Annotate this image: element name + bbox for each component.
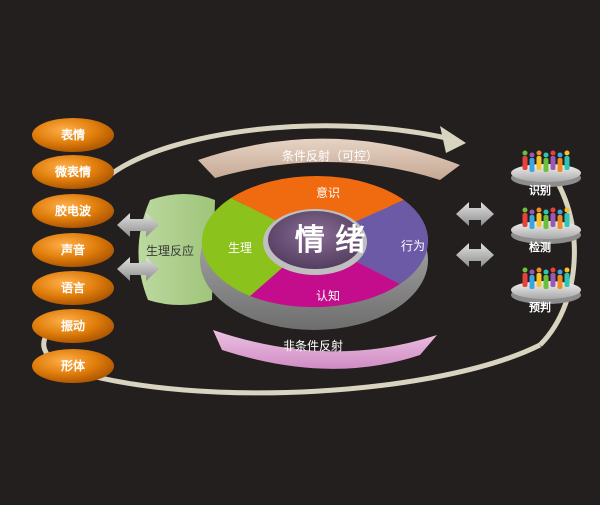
left-double-arrow-upper-icon	[117, 213, 159, 237]
person-figure-icon	[529, 215, 535, 229]
output-platform: 预判	[511, 267, 581, 314]
signal-pill: 形体	[32, 349, 114, 383]
person-head-icon	[557, 269, 563, 275]
signal-pill-shape	[32, 194, 114, 228]
signal-pill: 声音	[32, 233, 114, 267]
top-band-label: 条件反射（可控）	[282, 148, 378, 163]
segment-label-behavior: 行为	[401, 239, 425, 253]
signal-pill-label: 振动	[61, 318, 85, 333]
output-label: 预判	[529, 300, 551, 314]
center-title: 情 绪	[295, 223, 365, 258]
person-head-icon	[543, 209, 549, 215]
person-figure-icon	[522, 156, 528, 170]
signal-pill: 语言	[32, 271, 114, 305]
segment-purple	[314, 200, 429, 284]
right-double-arrow-upper-icon	[456, 202, 494, 226]
output-platform: 识别	[511, 150, 581, 197]
signal-pill-shape	[32, 349, 114, 383]
signal-pill-label: 表情	[60, 127, 85, 142]
person-head-icon	[529, 269, 535, 275]
segment-label-cognition: 认知	[316, 289, 340, 303]
person-head-icon	[536, 150, 542, 156]
signal-pill-shape	[32, 118, 114, 152]
output-label: 识别	[529, 183, 551, 197]
person-head-icon	[522, 150, 528, 156]
left-double-arrow-lower-icon	[117, 257, 159, 281]
person-head-icon	[522, 267, 528, 273]
right-double-arrow-lower-icon	[456, 243, 494, 267]
bottom-band-unconditioned-reflex	[213, 330, 437, 369]
person-figure-icon	[550, 156, 556, 170]
platform-top	[511, 221, 581, 239]
signal-pill-shape	[32, 155, 114, 189]
person-figure-icon	[557, 158, 563, 172]
orbit-arrowhead-icon	[440, 126, 466, 153]
signal-pill-label: 胶电波	[55, 203, 92, 218]
person-figure-icon	[564, 213, 570, 227]
person-head-icon	[529, 152, 535, 158]
person-head-icon	[550, 150, 556, 156]
segment-label-consciousness: 意识	[316, 185, 340, 200]
signal-pill-shape	[32, 233, 114, 267]
person-head-icon	[550, 267, 556, 273]
segment-orange	[231, 175, 404, 240]
signal-pill: 表情	[32, 118, 114, 152]
person-head-icon	[522, 207, 528, 213]
signal-pill-label: 声音	[60, 242, 85, 257]
person-head-icon	[564, 150, 570, 156]
person-head-icon	[550, 207, 556, 213]
person-figure-icon	[564, 273, 570, 287]
person-figure-icon	[529, 158, 535, 172]
person-figure-icon	[557, 275, 563, 289]
platform-top	[511, 281, 581, 299]
signal-pill-label: 语言	[61, 280, 85, 295]
person-figure-icon	[536, 213, 542, 227]
orbit-ring	[108, 123, 456, 178]
signal-pill-label: 微表情	[54, 164, 91, 179]
person-figure-icon	[536, 156, 542, 170]
person-head-icon	[536, 267, 542, 273]
person-head-icon	[543, 269, 549, 275]
person-figure-icon	[550, 213, 556, 227]
signal-pill: 振动	[32, 309, 114, 343]
person-figure-icon	[522, 213, 528, 227]
left-band-label: 生理反应	[146, 243, 194, 258]
signal-pill: 胶电波	[32, 194, 114, 228]
person-head-icon	[564, 207, 570, 213]
person-figure-icon	[564, 156, 570, 170]
platform-top	[511, 164, 581, 182]
signal-pill-shape	[32, 309, 114, 343]
top-band-conditioned-reflex	[198, 138, 460, 180]
signal-pill-label: 形体	[61, 358, 86, 373]
person-figure-icon	[543, 275, 549, 289]
person-head-icon	[557, 152, 563, 158]
person-figure-icon	[529, 275, 535, 289]
segment-green	[201, 198, 314, 296]
person-figure-icon	[543, 158, 549, 172]
person-figure-icon	[557, 215, 563, 229]
left-band-physiological-response	[138, 194, 215, 305]
center-hub	[268, 211, 362, 269]
person-figure-icon	[522, 273, 528, 287]
signal-pill: 微表情	[32, 155, 114, 189]
person-head-icon	[529, 209, 535, 215]
person-figure-icon	[543, 215, 549, 229]
person-head-icon	[543, 152, 549, 158]
signal-pill-shape	[32, 271, 114, 305]
output-label: 检测	[529, 240, 551, 254]
person-figure-icon	[550, 273, 556, 287]
person-head-icon	[564, 267, 570, 273]
person-head-icon	[557, 209, 563, 215]
output-platform: 检测	[511, 207, 581, 254]
person-head-icon	[536, 207, 542, 213]
bottom-band-label: 非条件反射	[283, 338, 343, 353]
segment-label-physiology: 生理	[228, 241, 252, 255]
person-figure-icon	[536, 273, 542, 287]
